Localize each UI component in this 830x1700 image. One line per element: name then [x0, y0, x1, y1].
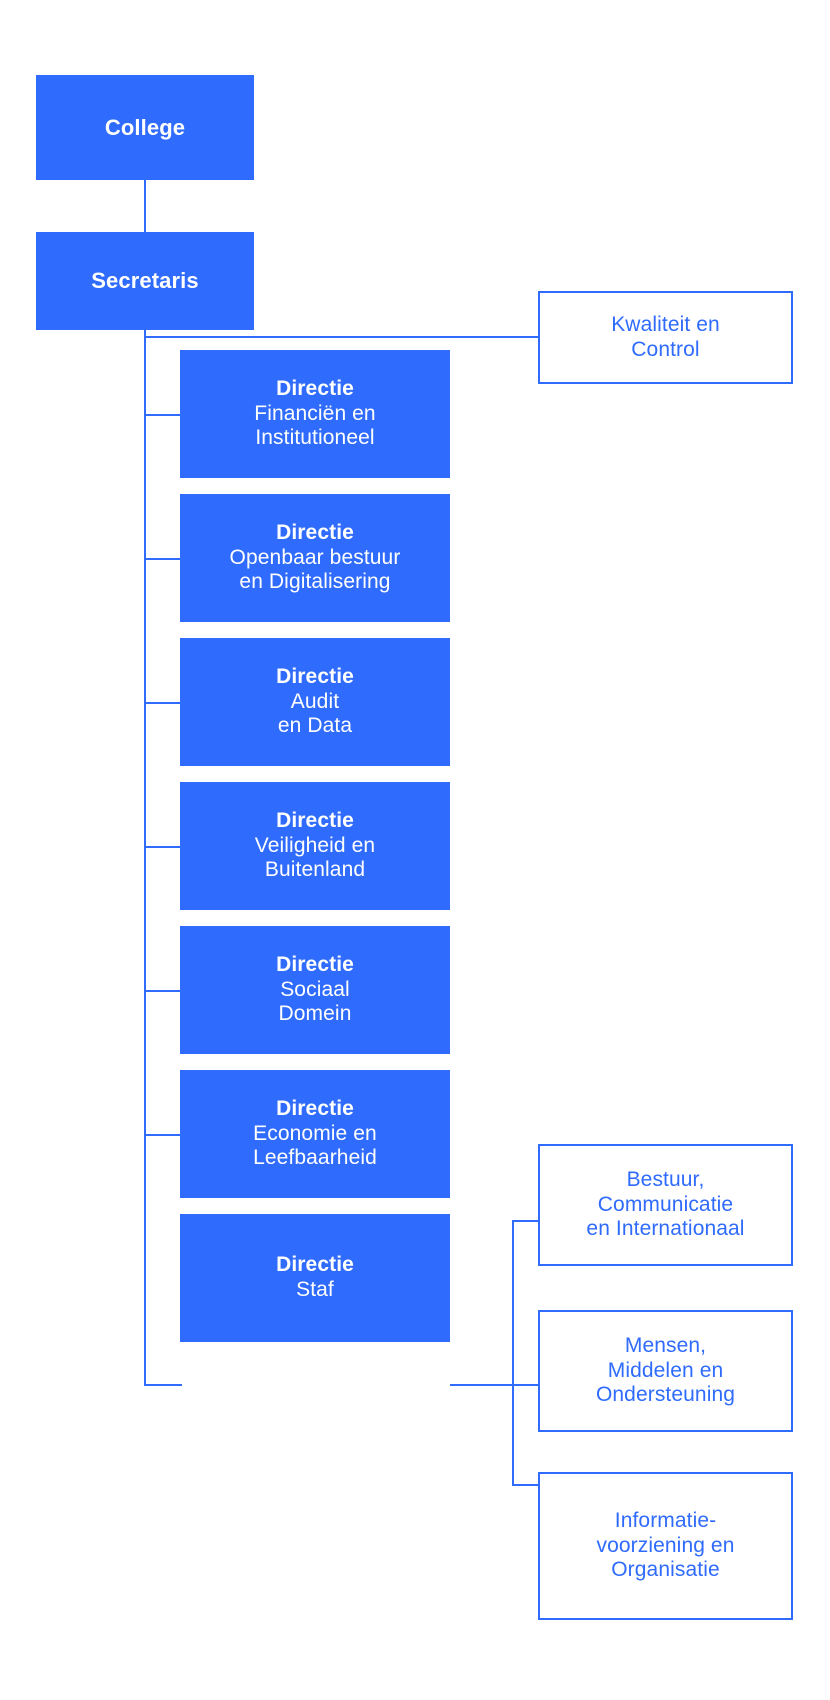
- node-body: Financiën en Institutioneel: [254, 401, 376, 450]
- node-body: Bestuur, Communicatie en Internationaal: [586, 1167, 745, 1241]
- node-body: Mensen, Middelen en Ondersteuning: [595, 1333, 736, 1407]
- connector-staf-to-subunits: [450, 1384, 540, 1386]
- node-college[interactable]: College: [36, 75, 254, 180]
- node-heading: Directie: [276, 520, 354, 544]
- node-college-label: College: [104, 114, 186, 140]
- connector-directie-financien-en-institutioneel: [144, 414, 182, 416]
- node-kwaliteit-en-control-label: Kwaliteit en Control: [611, 312, 720, 361]
- connector-directie-openbaar-bestuur-en-digitalisering: [144, 558, 182, 560]
- node-heading: Directie: [276, 376, 354, 400]
- node-directie-openbaar-bestuur-en-digitalisering[interactable]: Directie Openbaar bestuur en Digitaliser…: [180, 494, 450, 622]
- connector-main-trunk: [144, 330, 146, 1386]
- node-directie-financien-en-institutioneel[interactable]: Directie Financiën en Institutioneel: [180, 350, 450, 478]
- node-kwaliteit-en-control[interactable]: Kwaliteit en Control: [538, 291, 793, 384]
- node-body: Economie en Leefbaarheid: [253, 1121, 377, 1170]
- node-directie-sociaal-domein[interactable]: Directie Sociaal Domein: [180, 926, 450, 1054]
- node-informatievoorziening-en-organisatie[interactable]: Informatie- voorziening en Organisatie: [538, 1472, 793, 1620]
- connector-college-secretaris: [144, 180, 146, 232]
- connector-subunits-trunk: [512, 1220, 514, 1486]
- connector-directie-veiligheid-en-buitenland: [144, 846, 182, 848]
- connector-subunit-mensen-middelen-en-ondersteuning: [512, 1384, 540, 1386]
- node-heading: Directie: [276, 808, 354, 832]
- node-secretaris-label: Secretaris: [91, 268, 199, 294]
- node-directie-audit-en-data[interactable]: Directie Audit en Data: [180, 638, 450, 766]
- connector-subunit-informatievoorziening-en-organisatie: [512, 1484, 540, 1486]
- node-body: Openbaar bestuur en Digitalisering: [229, 545, 401, 594]
- connector-subunit-bestuur-communicatie-en-internationaal: [512, 1220, 540, 1222]
- node-directie-staf[interactable]: Directie Staf: [180, 1214, 450, 1342]
- node-body: Staf: [296, 1278, 334, 1301]
- node-body: Informatie- voorziening en Organisatie: [596, 1508, 735, 1582]
- node-bestuur-communicatie-en-internationaal[interactable]: Bestuur, Communicatie en Internationaal: [538, 1144, 793, 1266]
- connector-directie-economie-en-leefbaarheid: [144, 1134, 182, 1136]
- connector-directie-audit-en-data: [144, 702, 182, 704]
- node-heading: Directie: [276, 1253, 354, 1277]
- connector-directie-staf: [144, 1384, 182, 1386]
- node-heading: Directie: [276, 664, 354, 688]
- node-directie-economie-en-leefbaarheid[interactable]: Directie Economie en Leefbaarheid: [180, 1070, 450, 1198]
- node-body: Audit en Data: [277, 689, 353, 738]
- node-body: Sociaal Domein: [278, 977, 352, 1026]
- node-heading: Directie: [276, 952, 354, 976]
- node-secretaris[interactable]: Secretaris: [36, 232, 254, 330]
- node-mensen-middelen-en-ondersteuning[interactable]: Mensen, Middelen en Ondersteuning: [538, 1310, 793, 1432]
- node-directie-veiligheid-en-buitenland[interactable]: Directie Veiligheid en Buitenland: [180, 782, 450, 910]
- node-heading: Directie: [276, 1096, 354, 1120]
- connector-kwaliteit-en-control: [144, 336, 540, 338]
- connector-directie-sociaal-domein: [144, 990, 182, 992]
- node-body: Veiligheid en Buitenland: [254, 833, 376, 882]
